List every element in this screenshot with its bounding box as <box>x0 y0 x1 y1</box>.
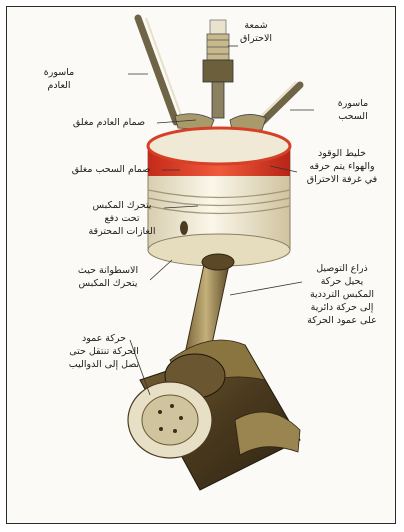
label-spark-plug: شمعة الاحتراق <box>226 19 286 45</box>
exhaust-pipe-shape <box>138 18 182 122</box>
label-crankshaft: حركة عمود الحركة تنتقل حتى تصل إلى الدوا… <box>52 332 156 371</box>
label-fuel-air-mixture: خليط الوقود والهواء يتم حرقه في غرفة الا… <box>296 147 388 186</box>
label-intake-pipe: ماسورة السحب <box>320 97 386 123</box>
label-intake-valve: صمام السحب مغلق <box>62 163 160 176</box>
label-exhaust-valve: صمام العادم مغلق <box>60 116 158 129</box>
label-connecting-rod: ذراع التوصيل يحيل حركة المكبس الترددية إ… <box>296 262 388 327</box>
leader-connecting-rod <box>230 282 302 295</box>
label-exhaust-pipe: ماسورة العادم <box>28 66 90 92</box>
label-piston-moves: يتحرك المكبس تحت دفع الغازات المحترقة <box>80 199 164 238</box>
piston-shape <box>148 128 290 266</box>
label-cylinder: الاسطوانة حيث يتحرك المكبس <box>62 264 154 290</box>
